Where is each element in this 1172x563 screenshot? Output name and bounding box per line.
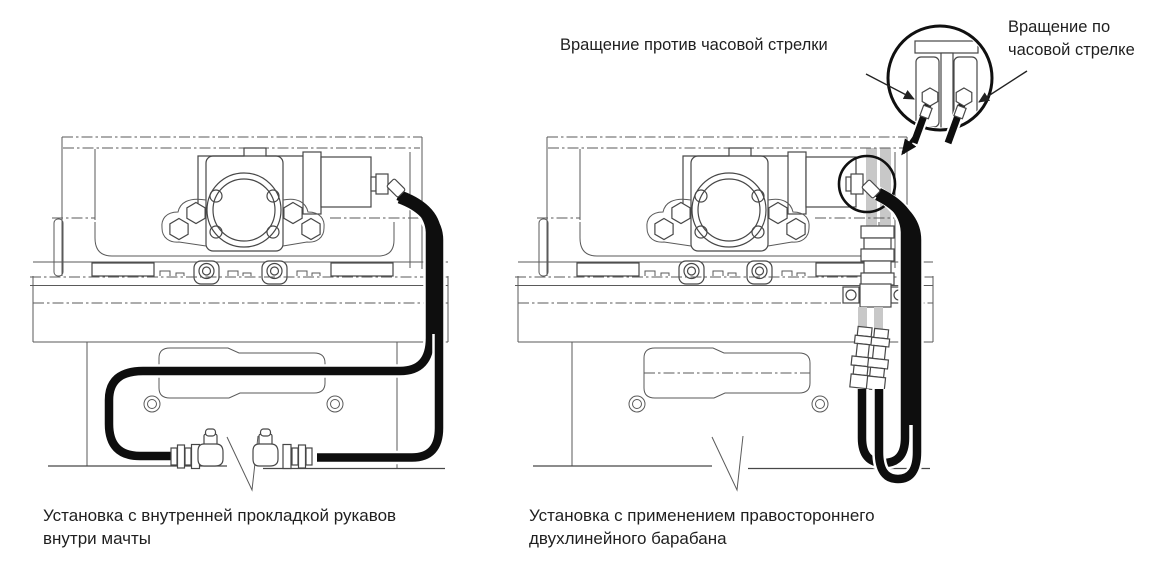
- location-callout-circle: [837, 154, 897, 214]
- drum-line-band: [880, 148, 891, 226]
- inline-coupler-left: [849, 325, 874, 390]
- hose-internal-left: [102, 189, 437, 463]
- hose-junction-stack: [860, 225, 895, 286]
- left-diagram-caption: Установка с внутренней прокладкой рукаво…: [43, 506, 397, 548]
- hose-gray-sleeve: [858, 307, 867, 329]
- right-diagram-caption: Установка с применением правостороннего …: [529, 506, 875, 548]
- inline-coupler-right: [865, 327, 891, 392]
- top-elbow-fitting: [845, 173, 864, 195]
- hose-clamp-bracket: [842, 283, 908, 308]
- ccw-rotation-label: Вращение против часовой стрелки: [560, 36, 828, 54]
- hose-bundle: [874, 188, 918, 425]
- ccw-fitting-nut: [921, 87, 939, 107]
- cw-pointer-arrow: [978, 70, 1028, 103]
- left-installation-diagram: [29, 136, 449, 491]
- hose-gray-sleeve: [874, 307, 883, 329]
- elbow-sleeve: [386, 178, 406, 198]
- bottom-left-elbow-fitting: [170, 428, 224, 470]
- cw-fitting-nut: [955, 87, 973, 107]
- detail-arrow: [901, 126, 923, 156]
- detail-callout-circle: [886, 24, 994, 145]
- right-installation-diagram: [514, 24, 1028, 491]
- hose-bundle: [397, 190, 442, 334]
- bottom-right-elbow-fitting: [252, 428, 313, 470]
- top-elbow-fitting: [370, 173, 389, 195]
- ccw-pointer-arrow: [865, 73, 915, 100]
- elbow-sleeve: [861, 179, 881, 199]
- hose-internal-right: [317, 192, 446, 465]
- cw-rotation-label: Вращение по часовой стрелке: [1008, 18, 1135, 59]
